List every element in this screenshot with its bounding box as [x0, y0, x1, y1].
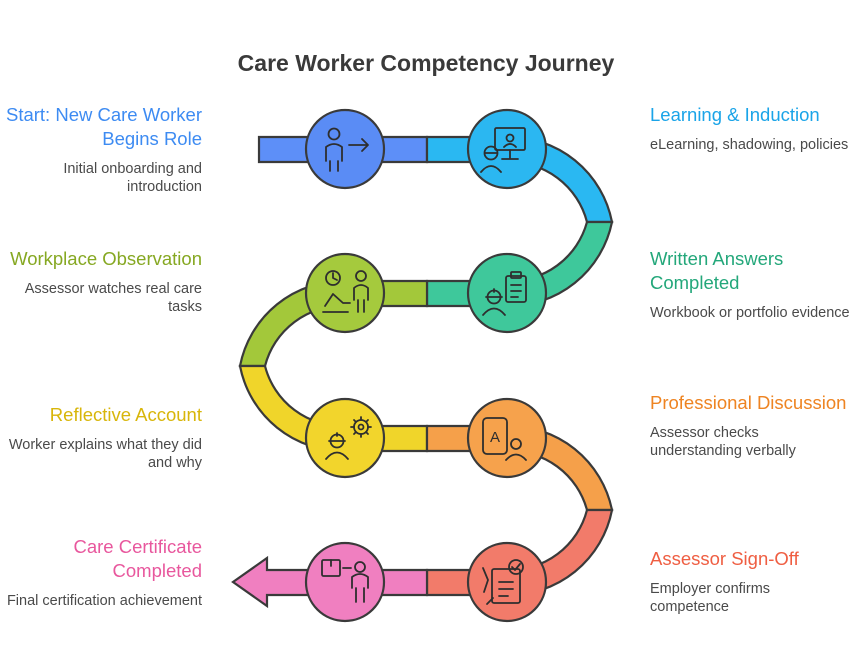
- page-title: Care Worker Competency Journey: [237, 50, 615, 76]
- node-reflective: [304, 397, 386, 479]
- step-reflective: Reflective Account Worker explains what …: [2, 403, 202, 472]
- step-description: Initial onboarding and introduction: [63, 161, 202, 195]
- step-heading: Professional Discussion: [650, 392, 847, 413]
- step-heading: Care Certificate Completed: [73, 536, 202, 581]
- step-description: Assessor watches real care tasks: [24, 281, 202, 315]
- node-written: [466, 252, 548, 334]
- step-description: Final certification achievement: [6, 593, 202, 609]
- step-heading: Workplace Observation: [10, 248, 202, 269]
- step-heading: Written Answers Completed: [650, 248, 784, 293]
- node-start: [304, 108, 386, 190]
- svg-text:A: A: [490, 429, 500, 446]
- step-observation: Workplace Observation Assessor watches r…: [2, 247, 202, 316]
- step-heading: Assessor Sign-Off: [650, 548, 799, 569]
- step-description: Assessor checks understanding verbally: [650, 425, 796, 459]
- discussion-icon: A: [482, 417, 527, 461]
- step-signoff: Assessor Sign-Off Employer confirms comp…: [650, 547, 850, 616]
- step-discussion: Professional Discussion Assessor checks …: [650, 391, 850, 460]
- observation-icon: [322, 270, 369, 313]
- worker-clipboard-icon: [482, 271, 527, 316]
- node-learning: [466, 108, 548, 190]
- node-observation: [304, 252, 386, 334]
- step-description: Employer confirms competence: [650, 581, 771, 615]
- node-certificate: [304, 541, 386, 623]
- step-heading: Learning & Induction: [650, 104, 820, 125]
- signoff-icon: [482, 559, 524, 605]
- step-description: Worker explains what they did and why: [8, 437, 202, 471]
- elearning-icon: [480, 127, 526, 173]
- step-heading: Reflective Account: [49, 404, 202, 425]
- step-description: Workbook or portfolio evidence: [650, 305, 850, 321]
- step-start: Start: New Care Worker Begins Role Initi…: [2, 103, 202, 196]
- step-learning: Learning & Induction eLearning, shadowin…: [650, 103, 850, 154]
- step-heading: Start: New Care Worker Begins Role: [5, 104, 202, 149]
- certificate-icon: [321, 559, 369, 603]
- step-description: eLearning, shadowing, policies: [650, 137, 849, 153]
- worker-gear-icon: [325, 416, 372, 460]
- step-written: Written Answers Completed Workbook or po…: [650, 247, 850, 322]
- step-certificate: Care Certificate Completed Final certifi…: [2, 535, 202, 610]
- person-arrow-icon: [325, 127, 369, 172]
